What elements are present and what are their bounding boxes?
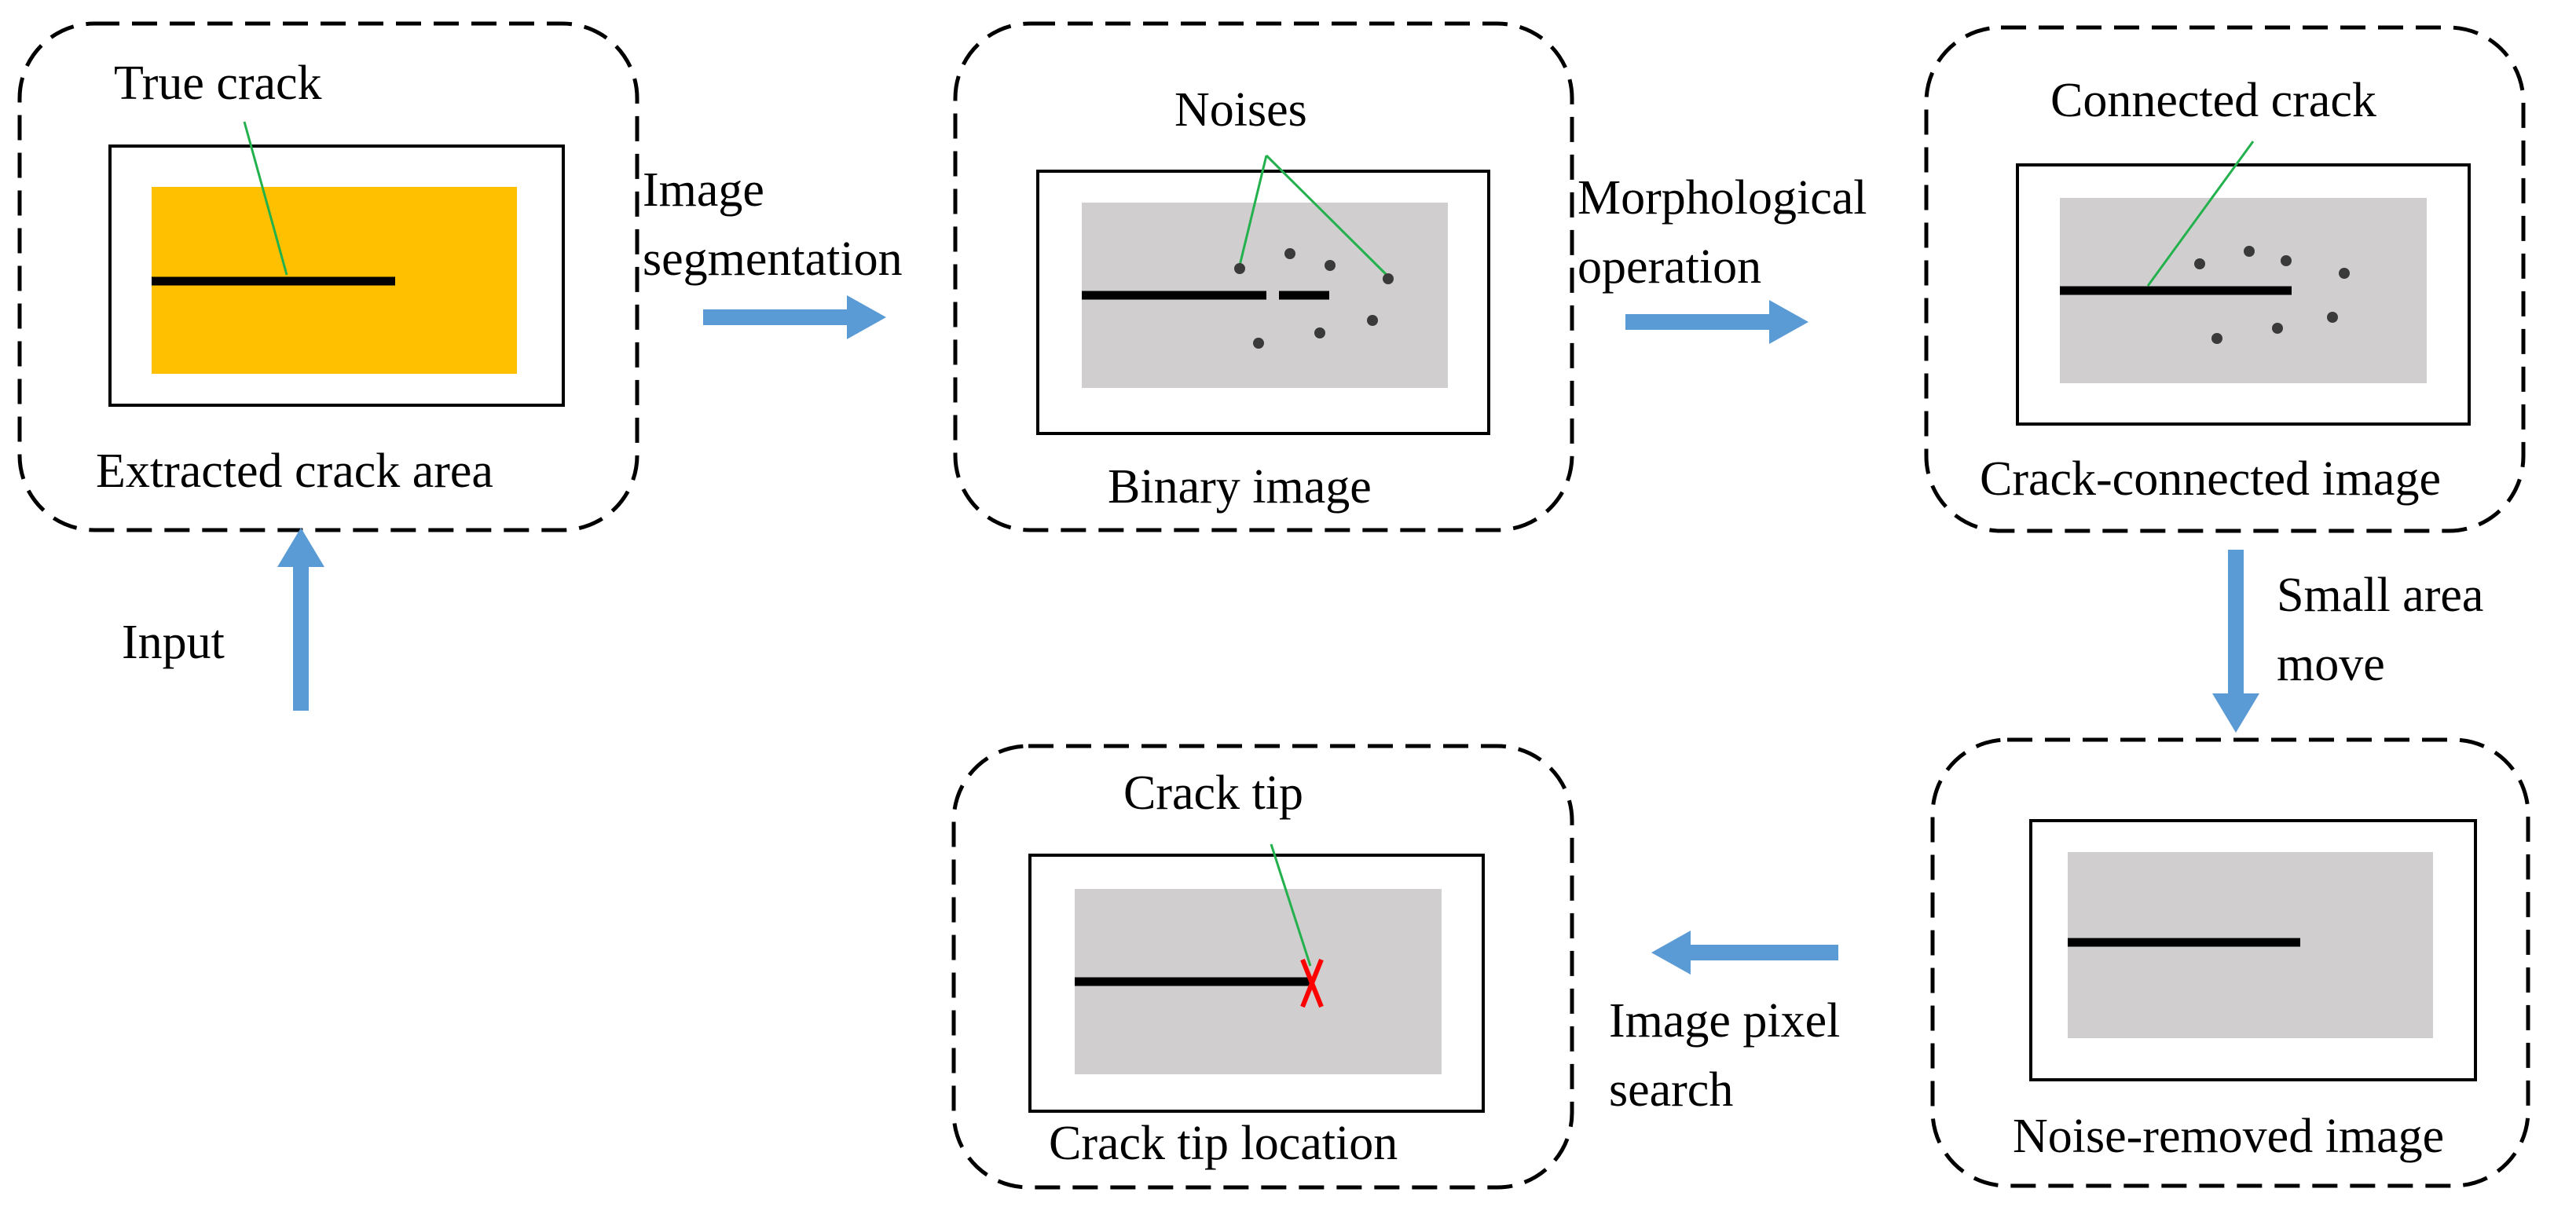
arrow-icon: [277, 528, 324, 711]
stage-binary-image: Noises Binary image: [953, 21, 1574, 532]
caption-crack-connected-image: Crack-connected image: [1980, 452, 2441, 506]
stage-crack-connected-image: Connected crack Crack-connected image: [1924, 25, 2526, 533]
stage-frame: [17, 21, 639, 532]
stage-frame: [1924, 25, 2526, 533]
noise-dot-icon: [2339, 268, 2350, 279]
callout-true-crack: True crack: [114, 57, 322, 110]
noise-dot-icon: [1234, 263, 1245, 274]
noise-dot-icon: [1253, 338, 1264, 349]
cross-marker-icon: [1300, 958, 1324, 1008]
arrow-icon: [2212, 550, 2259, 733]
arrow-icon: [1625, 300, 1808, 344]
noise-dot-icon: [2211, 333, 2222, 344]
noise-dot-icon: [1383, 273, 1394, 284]
noise-dot-icon: [2272, 323, 2283, 334]
callout-noises: Noises: [1174, 83, 1307, 137]
step-label-pixel-search-line2: search: [1609, 1063, 1733, 1117]
stage-frame: [953, 21, 1574, 532]
step-label-small-area-line2: move: [2277, 638, 2385, 691]
caption-binary-image: Binary image: [1108, 460, 1372, 514]
step-label-morphology-line2: operation: [1577, 240, 1761, 294]
step-label-segmentation-line1: Image: [643, 163, 764, 217]
callout-leader-line: [243, 121, 288, 276]
callout-leader-line: [1265, 154, 1390, 278]
step-label-small-area-line1: Small area: [2277, 569, 2483, 622]
stage-extracted-crack-area: True crack Extracted crack area: [17, 21, 639, 532]
noise-dot-icon: [2281, 255, 2292, 266]
callout-connected-crack: Connected crack: [2050, 74, 2376, 127]
arrow-icon: [1651, 931, 1838, 975]
callout-leader-line: [2146, 141, 2255, 287]
caption-crack-tip-location: Crack tip location: [1049, 1117, 1398, 1170]
noise-dot-icon: [2327, 312, 2338, 323]
callout-leader-line: [1238, 155, 1268, 266]
noise-dot-icon: [1325, 260, 1336, 271]
stage-noise-removed-image: Noise-removed image: [1930, 737, 2530, 1188]
callout-crack-tip: Crack tip: [1123, 766, 1303, 820]
step-label-input: Input: [122, 616, 225, 669]
noise-dot-icon: [1284, 248, 1295, 259]
caption-noise-removed-image: Noise-removed image: [2013, 1110, 2444, 1163]
callout-leader-line: [1270, 843, 1312, 967]
noise-dot-icon: [2194, 258, 2205, 269]
stage-frame: [951, 744, 1574, 1190]
caption-extracted-crack-area: Extracted crack area: [96, 444, 493, 498]
stage-crack-tip-location: Crack tip Crack tip location: [951, 744, 1574, 1190]
noise-dot-icon: [1367, 315, 1378, 326]
step-label-morphology-line1: Morphological: [1577, 171, 1867, 225]
step-label-pixel-search-line1: Image pixel: [1609, 994, 1840, 1048]
arrow-icon: [703, 295, 886, 339]
noise-dot-icon: [2244, 246, 2255, 257]
step-label-segmentation-line2: segmentation: [643, 232, 903, 286]
noise-dot-icon: [1314, 327, 1325, 338]
